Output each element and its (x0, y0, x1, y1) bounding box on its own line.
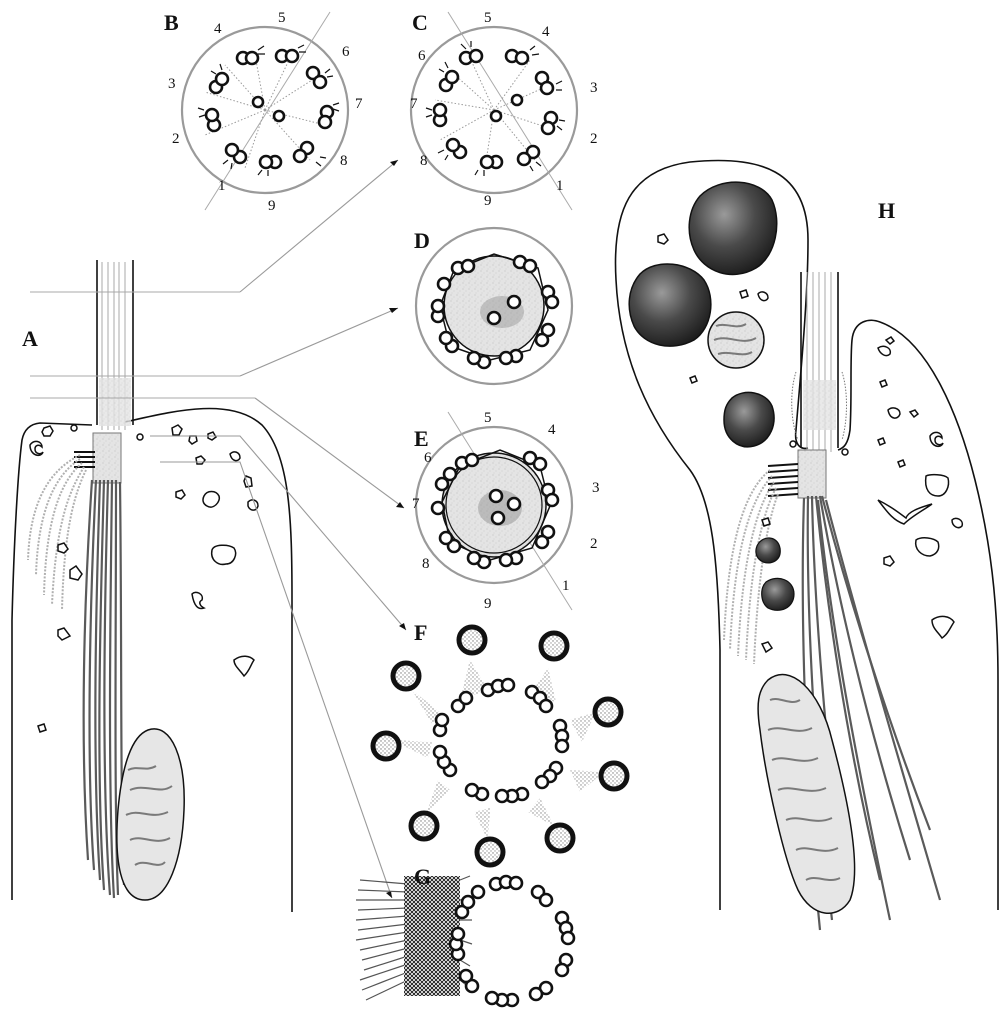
dense-granules-h (629, 182, 794, 610)
doublet-number: 3 (168, 76, 176, 92)
transition-zone-a (99, 378, 131, 426)
panel-b-cross-section: B 1 2 3 4 5 6 7 8 9 (164, 10, 363, 214)
label-d: D (414, 228, 430, 253)
flagellum-shaft-h (790, 272, 848, 455)
mitochondrion-h (758, 675, 854, 914)
basal-body-h (798, 450, 826, 498)
doublet-number: 6 (418, 48, 426, 64)
striated-root-a (74, 452, 95, 467)
doublet-number: 4 (542, 24, 550, 40)
label-b: B (164, 10, 179, 35)
panel-c-cross-section: C 1 2 3 4 5 6 7 8 9 (410, 10, 598, 210)
light-granule-h (708, 312, 764, 368)
doublets-b (206, 50, 333, 168)
doublet-number: 9 (484, 596, 492, 612)
doublet-number: 2 (590, 536, 598, 552)
flagellum-shaft-a (97, 260, 133, 430)
section-guide-lines (30, 160, 406, 898)
striated-root-h (768, 464, 798, 496)
microtubular-root-h (724, 470, 778, 664)
doublet-number: 1 (218, 178, 226, 194)
panel-h-cell-section: H (615, 160, 998, 930)
vesicles-a (30, 425, 258, 732)
doublet-number: 8 (422, 556, 430, 572)
panel-e-transition-zone: E 1 2 3 4 5 6 7 8 9 (412, 410, 600, 612)
doublet-number: 4 (214, 21, 222, 37)
label-c: C (412, 10, 428, 35)
doublet-number: 1 (556, 178, 564, 194)
doublet-number: 7 (355, 96, 363, 112)
doublet-number: 2 (172, 131, 180, 147)
doublet-number: 4 (548, 422, 556, 438)
doublets-c (434, 50, 557, 168)
doublet-number: 5 (484, 10, 492, 26)
label-f: F (414, 620, 427, 645)
doublet-number: 8 (420, 153, 428, 169)
basal-body-a (93, 433, 121, 483)
root-fibres-g (356, 880, 408, 1000)
doublet-number: 9 (484, 193, 492, 209)
label-e: E (414, 426, 429, 451)
doublet-number: 1 (562, 578, 570, 594)
label-h: H (878, 198, 895, 223)
doublet-number: 6 (342, 44, 350, 60)
doublet-number: 7 (412, 496, 420, 512)
doublet-number: 3 (590, 80, 598, 96)
mitochondrion-a (117, 729, 184, 900)
panel-f-basal-body-triplets: F (373, 620, 627, 865)
triplets-g (450, 876, 574, 1006)
doublet-number: 3 (592, 480, 600, 496)
doublet-number: 6 (424, 450, 432, 466)
doublet-number: 8 (340, 153, 348, 169)
panel-d-transition-zone: D (414, 228, 572, 384)
microtubular-root-a (28, 455, 86, 610)
panel-a-longitudinal-section (12, 260, 292, 912)
label-a: A (22, 326, 38, 351)
doublet-number: 9 (268, 198, 276, 214)
doublet-number: 7 (410, 96, 418, 112)
panel-g-basal-body-root: G (356, 864, 574, 1006)
doublet-number: 5 (484, 410, 492, 426)
doublet-number: 5 (278, 10, 286, 26)
doublet-number: 2 (590, 131, 598, 147)
label-g: G (414, 864, 431, 889)
